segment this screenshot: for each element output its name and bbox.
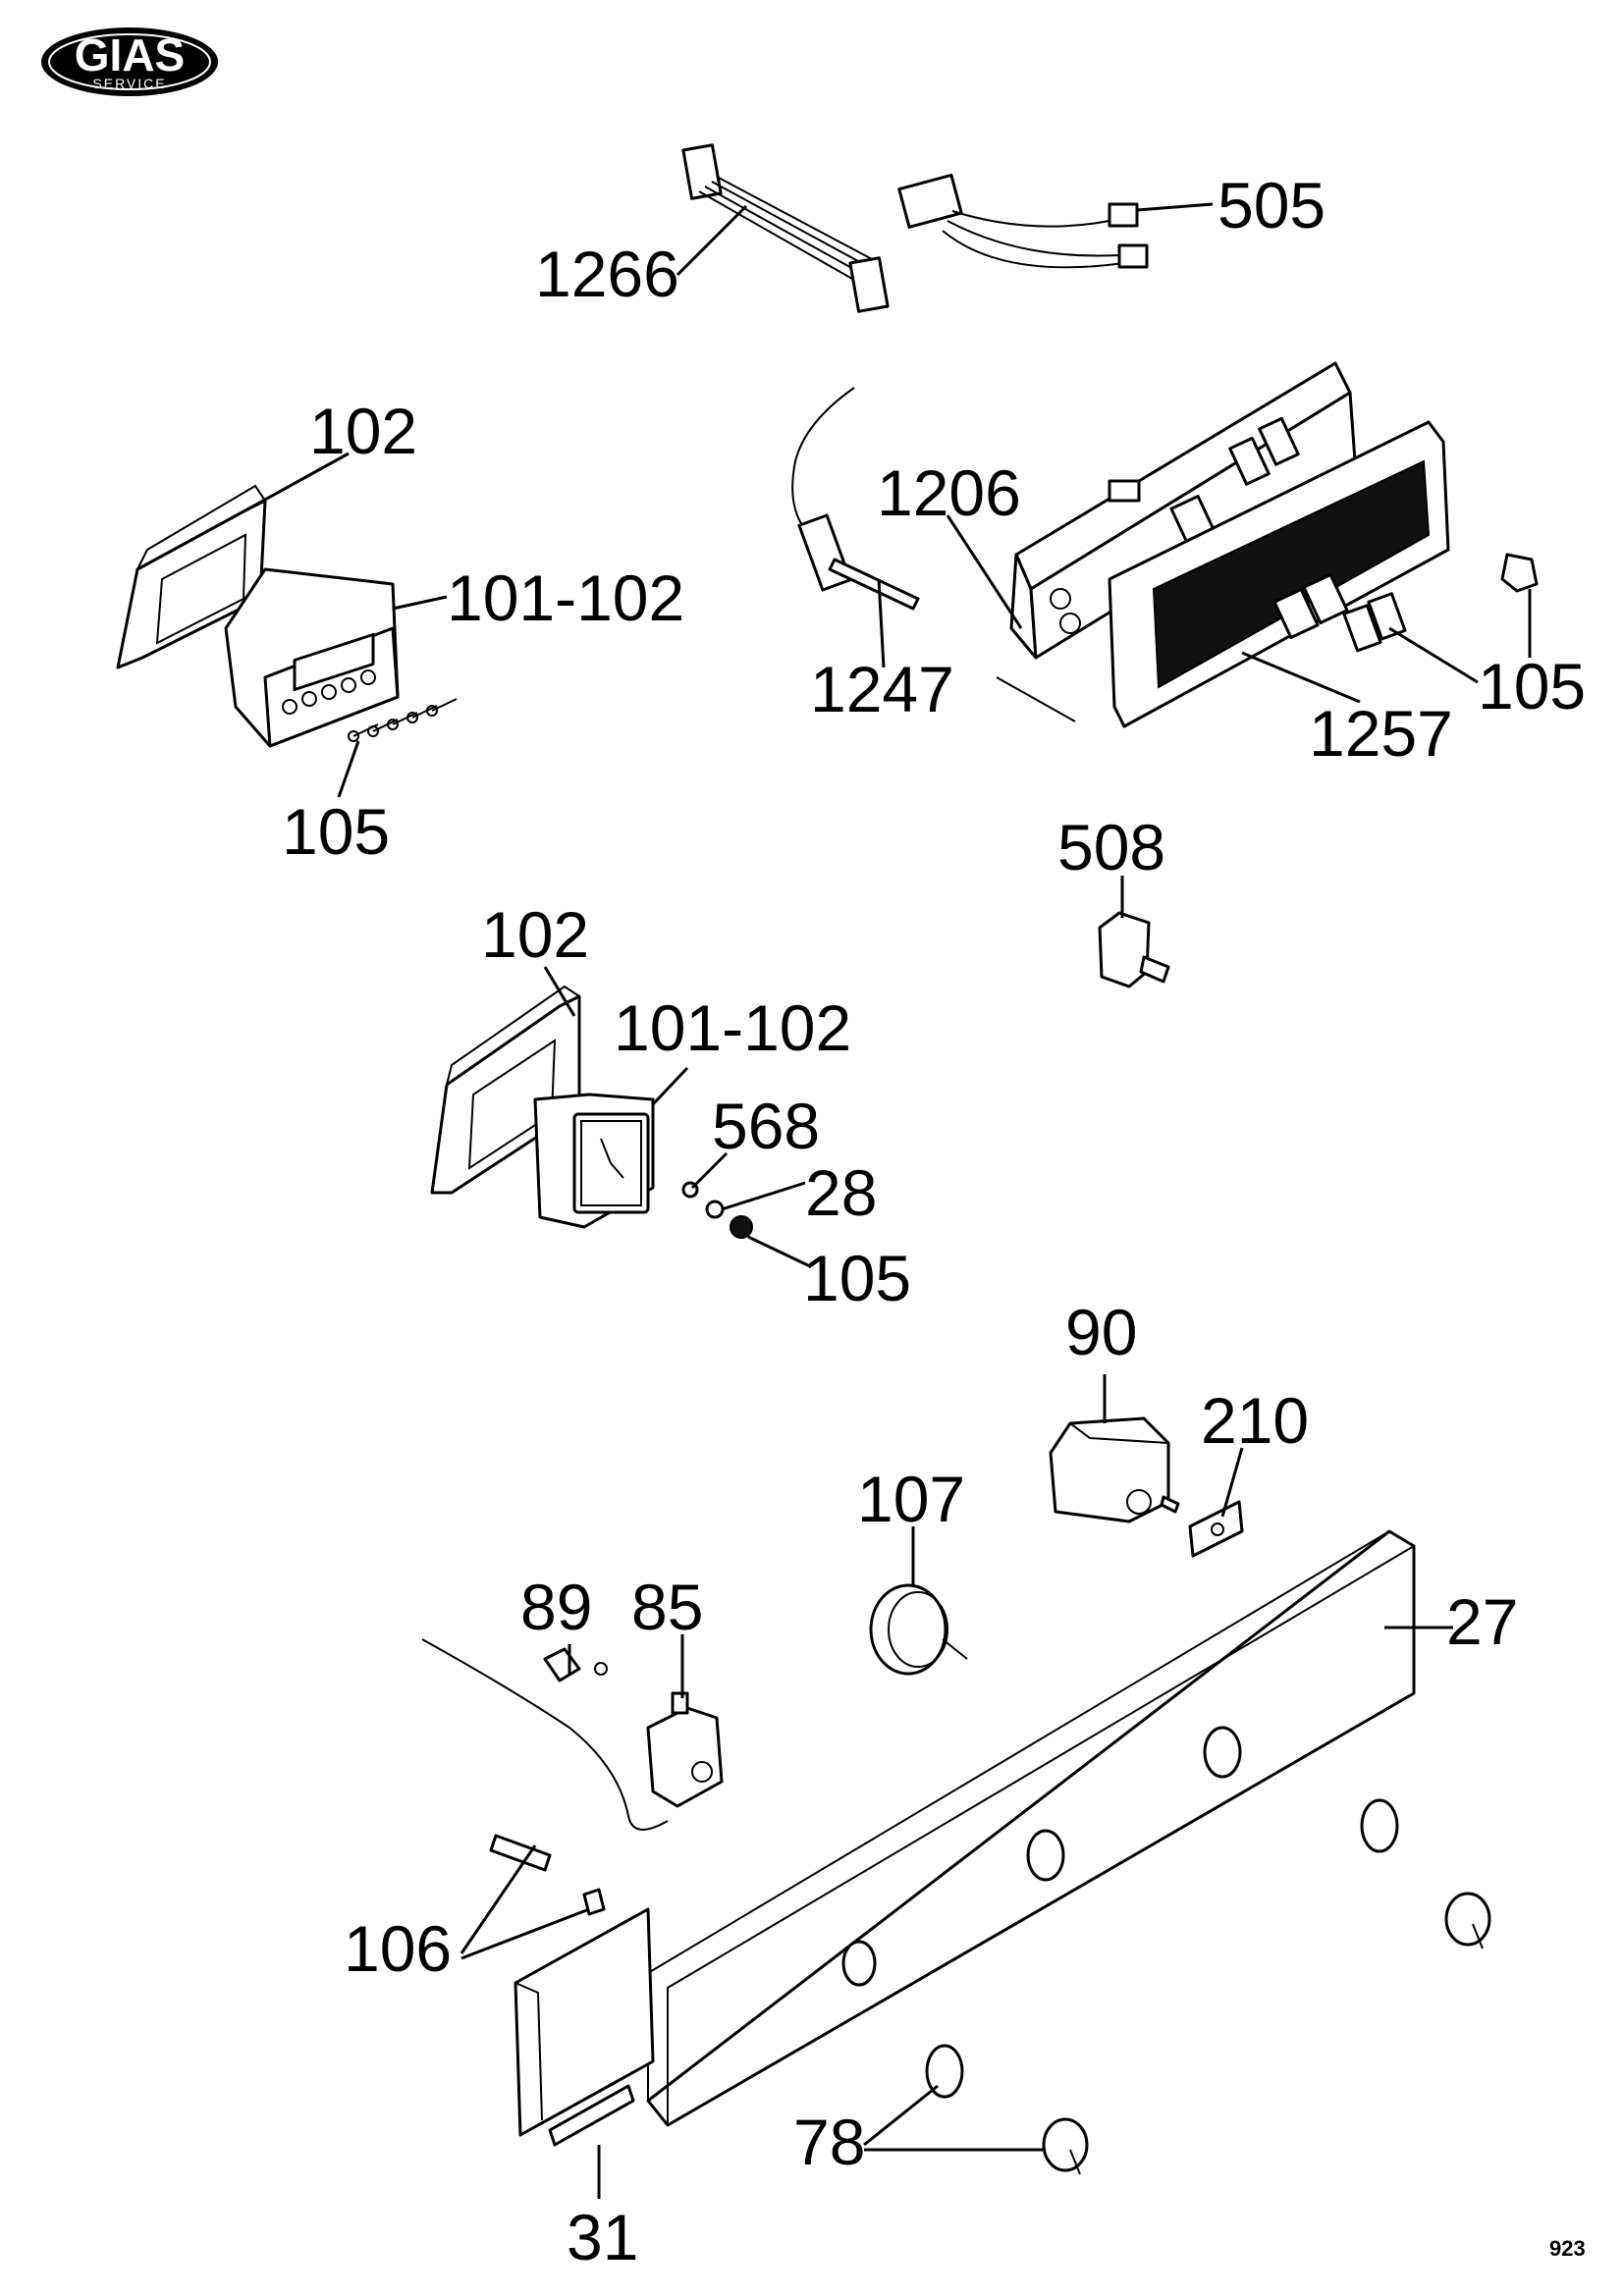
label-78: 78 (793, 2106, 865, 2178)
label-1266: 1266 (535, 238, 679, 310)
label-505: 505 (1217, 169, 1325, 241)
label-105c: 105 (803, 1242, 911, 1314)
label-28: 28 (805, 1156, 877, 1229)
leader-102a (244, 452, 350, 512)
label-85: 85 (631, 1571, 703, 1643)
part-101-102-clock (533, 1093, 655, 1229)
leader-106-2 (460, 1907, 590, 1960)
label-101-102a: 101-102 (447, 561, 684, 634)
leader-1266 (676, 204, 748, 277)
leader-1257 (1241, 651, 1361, 704)
leader-105a (337, 740, 360, 798)
part-1247-probe (791, 387, 920, 611)
leader-1247 (877, 578, 886, 668)
part-knobs (925, 1798, 1491, 2175)
label-1247: 1247 (810, 653, 954, 725)
part-107-thermostat (869, 1583, 968, 1676)
label-102a: 102 (309, 395, 417, 467)
label-102b: 102 (481, 898, 589, 971)
part-89-sensor-wire (421, 1638, 669, 1831)
leader-102b (543, 966, 576, 1017)
leader-101-102a (392, 595, 448, 611)
part-508-switch (1098, 911, 1170, 988)
part-1206-pin (996, 676, 1076, 722)
part-105-buttons-right (1342, 553, 1539, 653)
label-107: 107 (857, 1463, 965, 1535)
leader-28 (721, 1181, 806, 1211)
logo-subtitle-text: SERVICE (92, 76, 166, 91)
label-89: 89 (520, 1571, 592, 1643)
part-1257-display-panel (1108, 420, 1450, 728)
part-505-wire-harness (897, 173, 1149, 269)
leader-210 (1220, 1447, 1244, 1518)
label-1206: 1206 (877, 456, 1021, 529)
part-27-control-panel (646, 1529, 1416, 2127)
part-105-buttons (348, 698, 458, 742)
label-210: 210 (1201, 1384, 1309, 1457)
leader-78-1 (863, 2084, 939, 2147)
part-106-clips (489, 1834, 606, 1916)
brand-logo: GIAS SERVICE (41, 27, 218, 96)
leader-106-1 (460, 1844, 537, 1954)
label-27: 27 (1446, 1585, 1518, 1658)
part-210-bracket (1188, 1500, 1244, 1558)
label-508: 508 (1057, 811, 1165, 883)
label-105a: 105 (282, 795, 390, 868)
leader-568 (690, 1151, 729, 1190)
label-101-102b: 101-102 (614, 991, 851, 1064)
leader-105b-1 (1388, 626, 1479, 684)
label-1257: 1257 (1309, 697, 1453, 770)
label-105b: 105 (1478, 650, 1586, 722)
leader-101-102b (651, 1066, 689, 1106)
label-31: 31 (567, 2201, 638, 2273)
label-90: 90 (1065, 1296, 1137, 1368)
part-31-bracket (514, 1907, 655, 2147)
part-1266-wire-harness (681, 143, 890, 313)
part-90-selector (1049, 1416, 1180, 1523)
part-102-frame-middle (430, 985, 581, 1195)
label-106: 106 (344, 1912, 452, 1985)
part-85-thermostat-switch (646, 1691, 724, 1808)
page-code: 923 (1549, 2236, 1586, 2261)
part-568-28-105-fasteners (681, 1181, 753, 1239)
part-101-102-digital-timer (224, 567, 400, 748)
logo-brand-text: GIAS (75, 29, 185, 80)
leader-505 (1136, 202, 1214, 212)
leader-1206 (946, 514, 1023, 629)
leader-105c (747, 1235, 811, 1268)
label-568: 568 (712, 1090, 820, 1162)
